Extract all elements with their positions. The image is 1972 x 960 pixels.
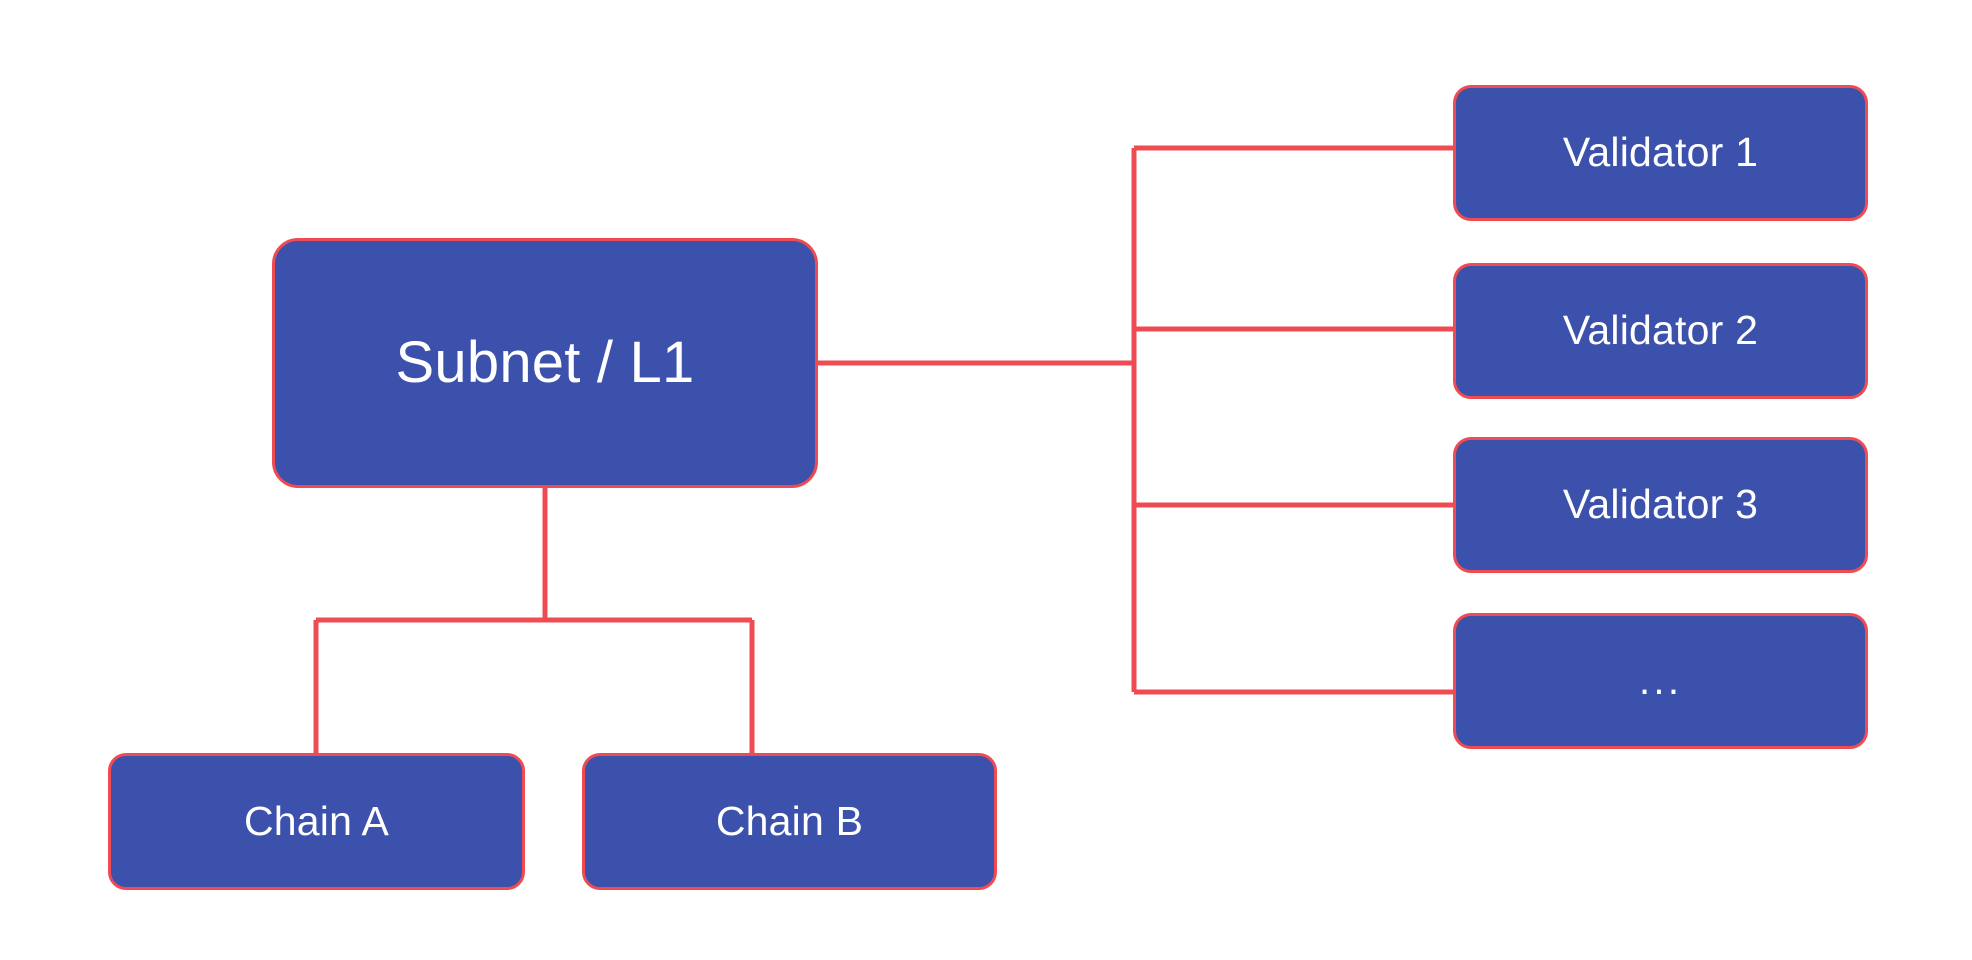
node-validator-2[interactable]: Validator 2 bbox=[1453, 263, 1868, 399]
node-validator-more-label: ... bbox=[1638, 657, 1683, 704]
node-validator-more[interactable]: ... bbox=[1453, 613, 1868, 749]
node-subnet-l1-label: Subnet / L1 bbox=[395, 330, 695, 396]
node-chain-b-label: Chain B bbox=[715, 797, 864, 844]
node-chain-a-label: Chain A bbox=[243, 797, 389, 844]
node-validator-2-label: Validator 2 bbox=[1562, 307, 1759, 354]
node-validator-1-label: Validator 1 bbox=[1562, 129, 1759, 176]
node-validator-3-label: Validator 3 bbox=[1562, 481, 1759, 528]
node-validator-1[interactable]: Validator 1 bbox=[1453, 85, 1868, 221]
node-chain-a[interactable]: Chain A bbox=[108, 753, 525, 890]
node-chain-b[interactable]: Chain B bbox=[582, 753, 997, 890]
node-validator-3[interactable]: Validator 3 bbox=[1453, 437, 1868, 573]
node-subnet-l1[interactable]: Subnet / L1 bbox=[272, 238, 818, 488]
